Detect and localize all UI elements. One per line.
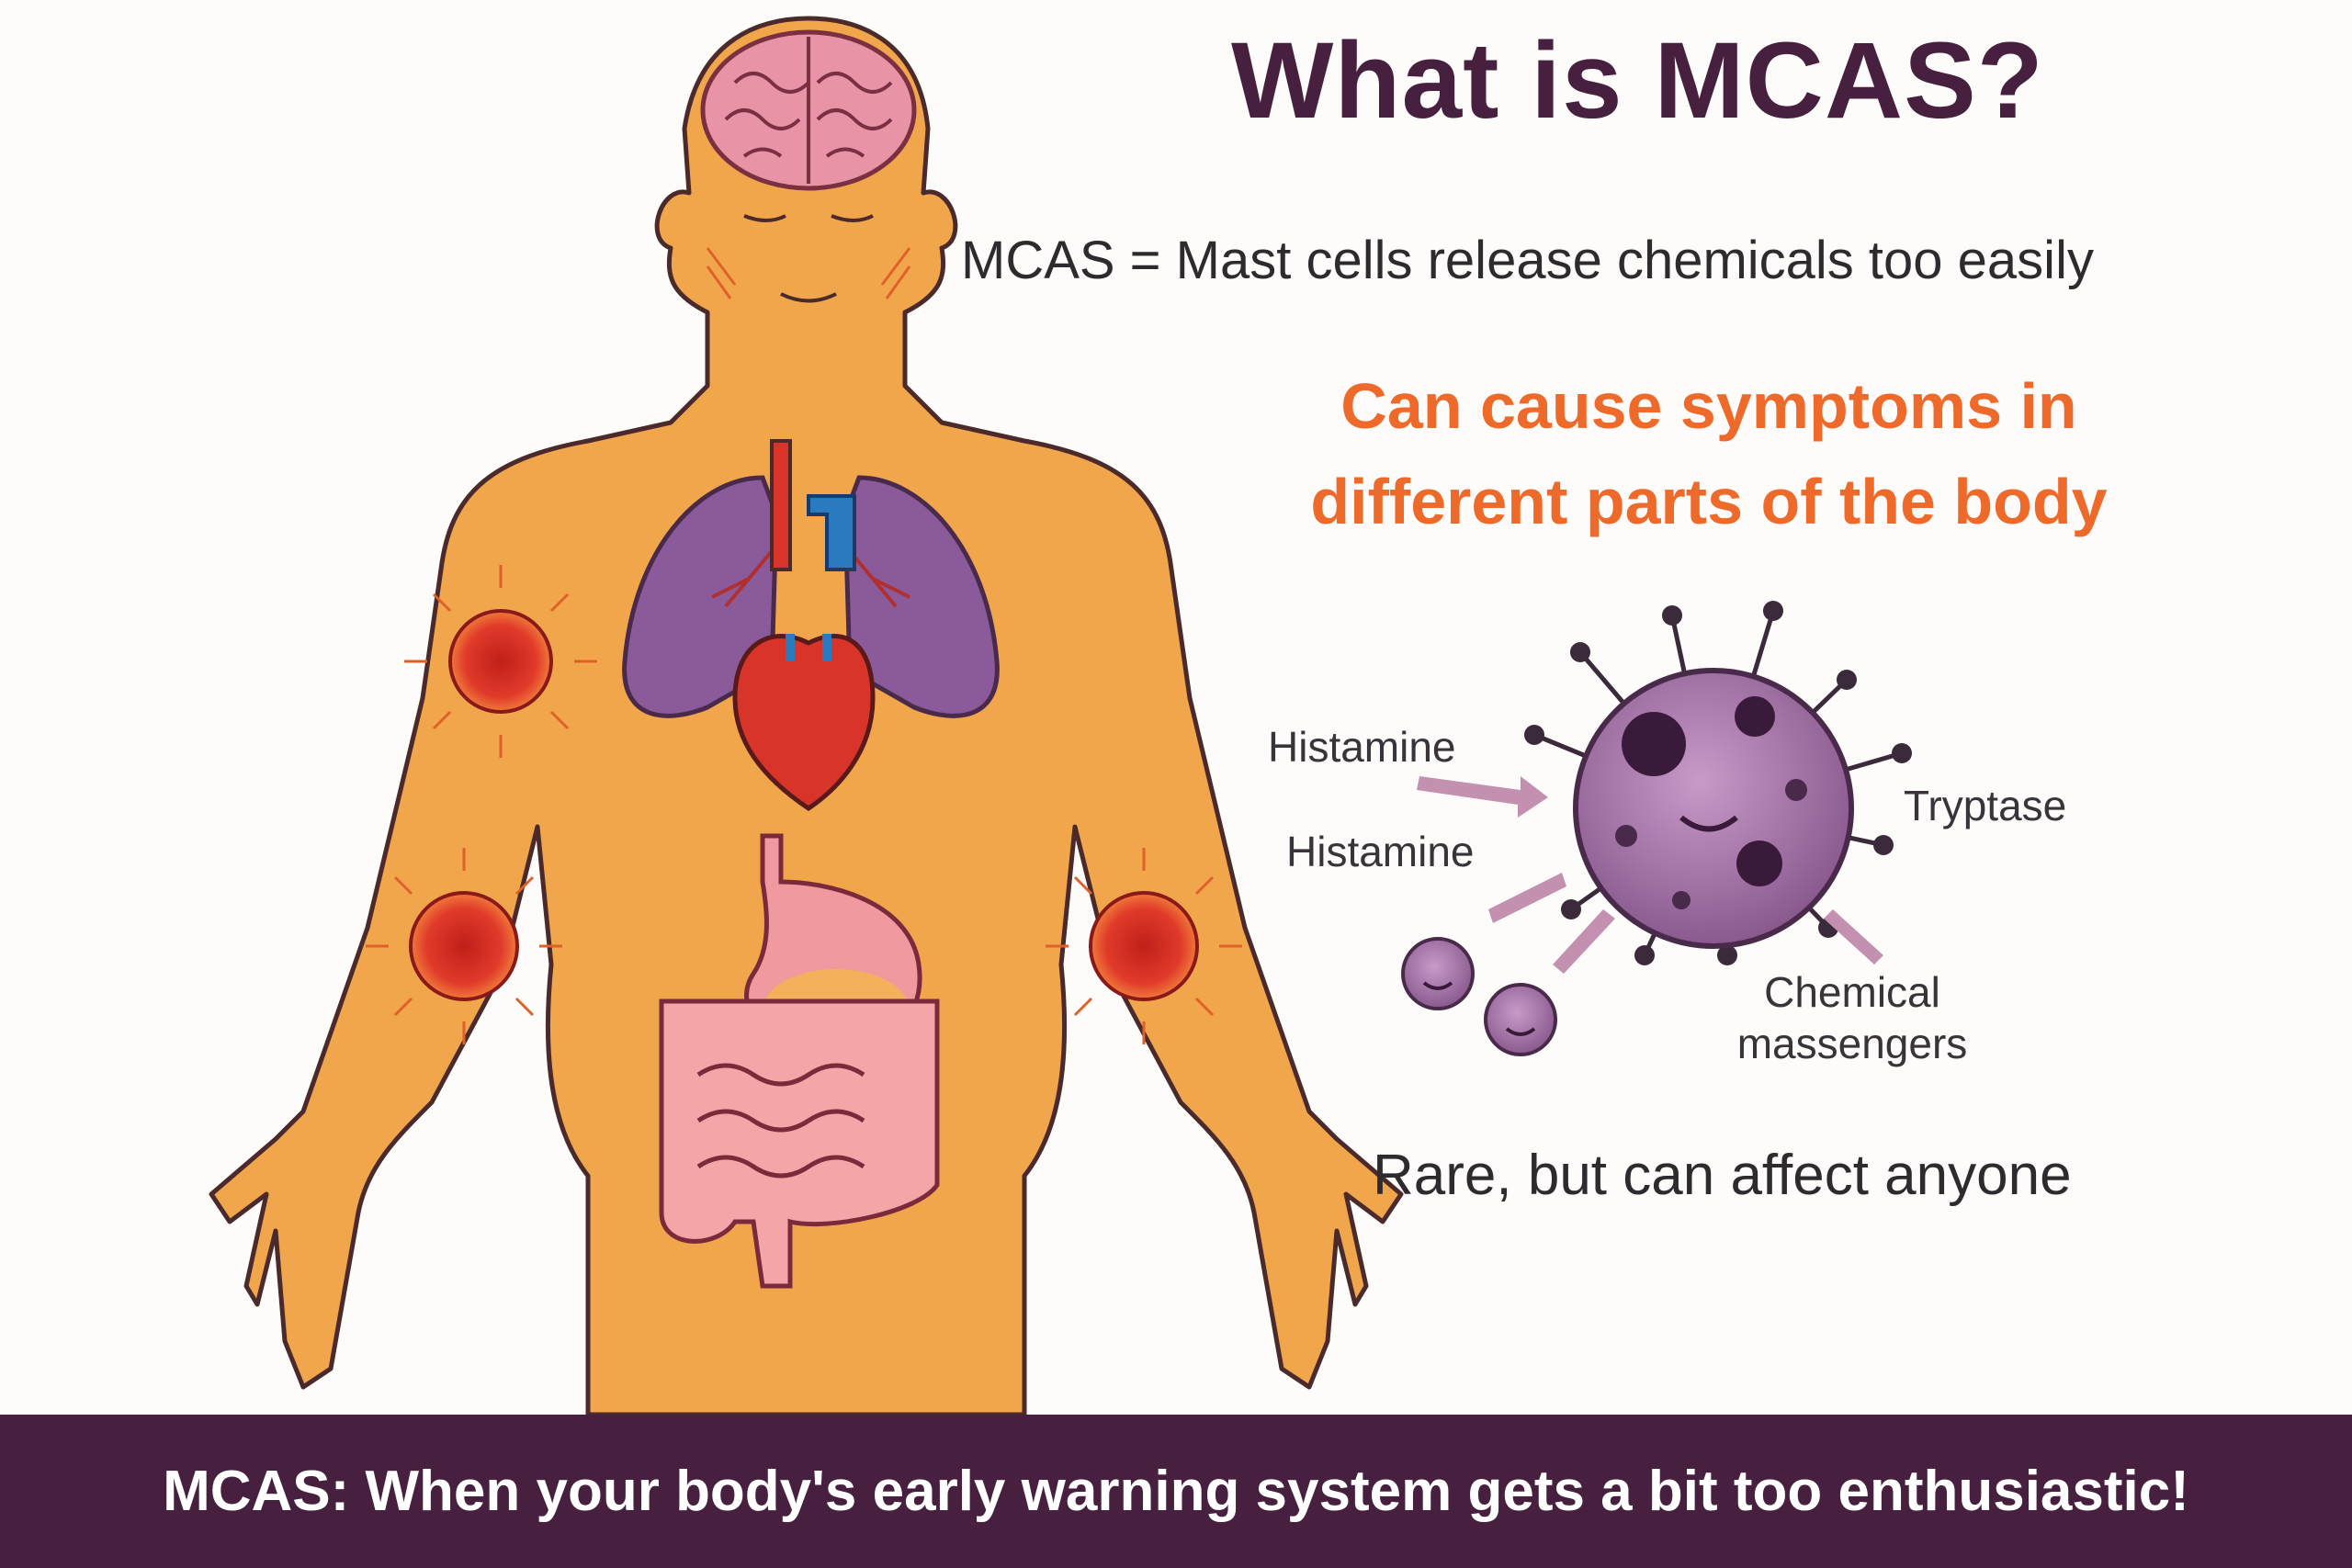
inflammation-icon — [366, 565, 1242, 1044]
intestines-icon — [659, 998, 940, 1289]
arrow-icon — [1417, 776, 1883, 974]
brain-icon — [700, 29, 917, 191]
highlight-text: Can cause symptoms in different parts of… — [1310, 370, 2108, 537]
rarity-note: Rare, but can affect anyone — [1373, 1144, 2072, 1207]
footer-banner: MCAS: When your body's early warning sys… — [0, 1415, 2352, 1568]
page-title: What is MCAS? — [1231, 20, 2044, 141]
vessels-icon — [770, 439, 856, 571]
lungs-icon — [622, 475, 1000, 718]
footer-text: MCAS: When your body's early warning sys… — [163, 1460, 2189, 1523]
small-mast-cell-icon — [1401, 937, 1557, 1056]
chemical-messengers-label: Chemical massengers — [1736, 968, 1968, 1067]
mast-cell-icon — [1524, 601, 1912, 965]
heart-icon — [732, 634, 876, 812]
histamine-label-2: Histamine — [1286, 828, 1475, 875]
face-icon — [706, 214, 911, 303]
histamine-label: Histamine — [1268, 723, 1456, 771]
definition-text: MCAS = Mast cells release chemicals too … — [961, 231, 2094, 290]
tryptase-label: Tryptase — [1904, 782, 2067, 829]
